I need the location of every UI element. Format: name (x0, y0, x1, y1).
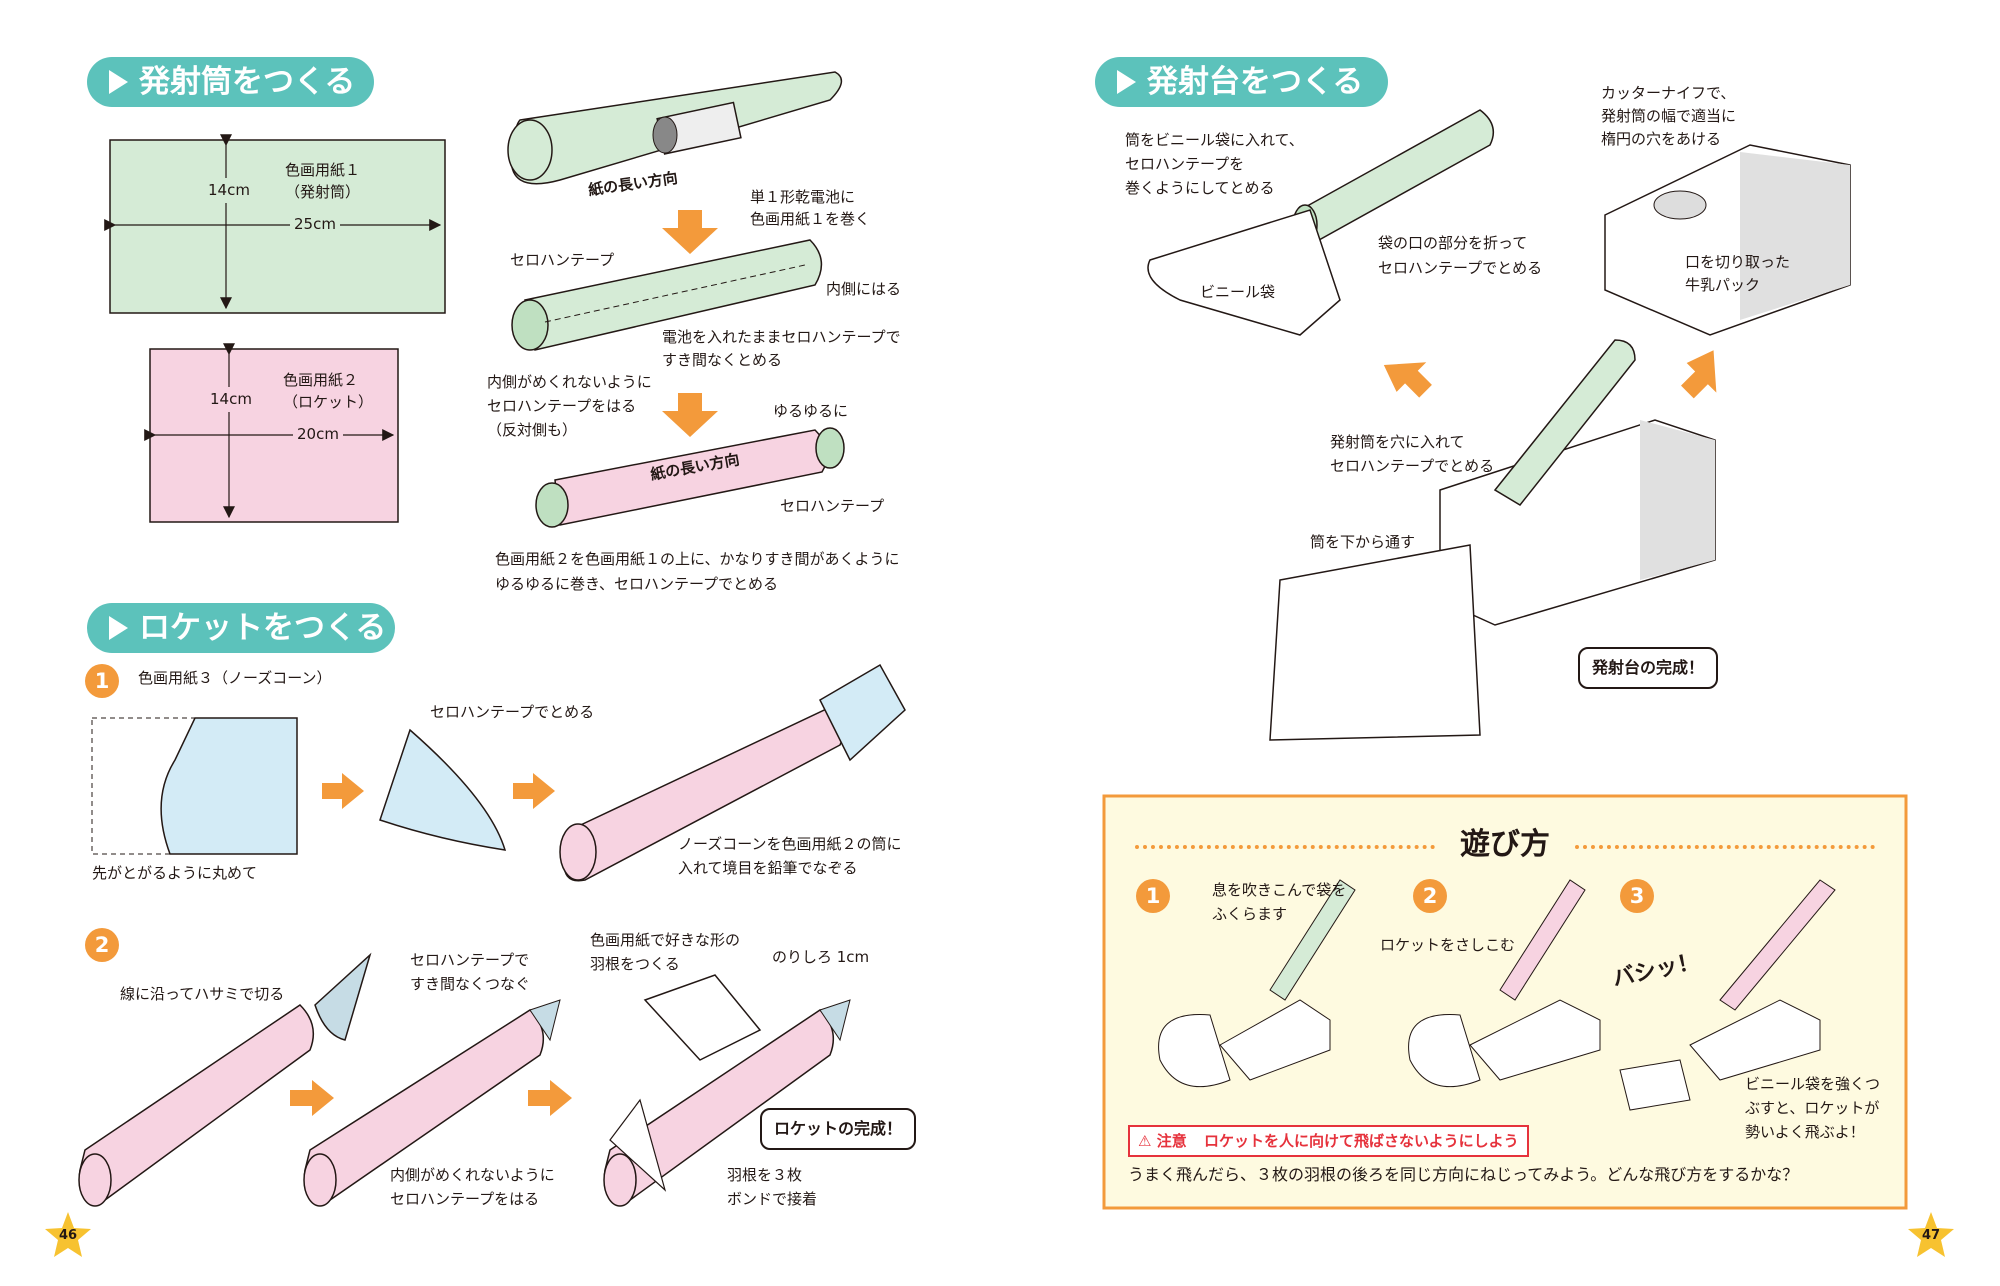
battery-note: 単１形乾電池に (750, 188, 856, 206)
step2-glue-margin: のりしろ 1cm (772, 948, 870, 966)
page-number-star-right: 47 (1906, 1210, 1956, 1260)
orange-down-arrows (662, 210, 718, 437)
tape-label: セロハンテープ (510, 251, 615, 269)
rocket-assembly-illustrations (78, 952, 851, 1207)
cutter-note-3: 楕円の穴をあける (1601, 130, 1722, 148)
step2-fins: 羽根を３枚 (727, 1166, 803, 1184)
section-tab-rocket: ロケットをつくる (87, 603, 395, 653)
inside-note-3: （反対側も） (487, 421, 578, 439)
insert-note-2: セロハンテープでとめる (1330, 457, 1495, 475)
step2-fin: 色画用紙で好きな形の (590, 931, 741, 949)
loose-label: ゆるゆるに (773, 402, 849, 420)
play-icon (109, 70, 128, 94)
step1-nose: ノーズコーンを色画用紙２の筒に (678, 835, 902, 853)
howto-step3-text-3: 勢いよく飛ぶよ！ (1745, 1123, 1865, 1141)
warning-icon: ⚠ (1138, 1132, 1152, 1150)
sheet2-width: 20cm (293, 422, 343, 447)
battery-tape-note: 電池を入れたままセロハンテープで (662, 328, 901, 346)
battery-tape-note-2: すき間なくとめる (662, 351, 783, 369)
nose-cone-illustrations (91, 663, 906, 882)
cutter-note-2: 発射筒の幅で適当に (1601, 107, 1737, 125)
carton-note: 口を切り取った (1685, 253, 1791, 271)
step1-label: 色画用紙３（ノーズコーン） (138, 669, 332, 687)
step2-inside-2: セロハンテープをはる (390, 1190, 540, 1208)
howto-step-2: 2 (1413, 879, 1447, 913)
cutter-note: カッターナイフで、 (1601, 84, 1736, 102)
section-title: 発射筒をつくる (139, 64, 356, 100)
howto-step3-text: ビニール袋を強くつ (1745, 1075, 1881, 1093)
page-number: 46 (58, 1228, 78, 1243)
inside-note: 内側がめくれないように (487, 373, 652, 391)
howto-tip: うまく飛んだら、３枚の羽根の後ろを同じ方向にねじってみよう。どんな飛び方をするか… (1128, 1165, 1799, 1184)
sheet1-height: 14cm (208, 178, 250, 203)
sheet2-height: 14cm (210, 387, 252, 412)
sheet2-sublabel: （ロケット） (283, 393, 374, 411)
howto-step-1: 1 (1136, 879, 1170, 913)
battery-note-2: 色画用紙１を巻く (750, 210, 871, 228)
pink-wrapped-tube (535, 427, 845, 528)
wrap-note-2: ゆるゆるに巻き、セロハンテープでとめる (495, 575, 779, 593)
sheet2-label: 色画用紙２ (283, 371, 359, 389)
step2-join: セロハンテープで (410, 951, 530, 969)
paper-sheet-1 (104, 134, 446, 314)
section-title: ロケットをつくる (139, 610, 387, 646)
bag-note-3: 巻くようにしてとめる (1125, 179, 1275, 197)
fold-note-2: セロハンテープでとめる (1378, 259, 1543, 277)
plastic-bag-label: ビニール袋 (1200, 283, 1276, 301)
howto-step2-text: ロケットをさしこむ (1380, 936, 1516, 954)
howto-header: 遊び方 (1135, 820, 1875, 870)
launcher-illustrations (1147, 109, 1851, 741)
launcher-complete-label: 発射台の完成！ (1578, 647, 1719, 689)
battery-roll-illustration (507, 71, 843, 185)
star-icon (1908, 1212, 1954, 1257)
step2-fin-2: 羽根をつくる (590, 955, 680, 973)
dotted-divider (1135, 845, 1435, 849)
howto-step-3: 3 (1620, 879, 1654, 913)
page-number-star-left: 46 (43, 1210, 93, 1260)
sheet1-label: 色画用紙１ (285, 161, 361, 179)
tape-label-2: セロハンテープ (780, 497, 885, 515)
star-icon (45, 1212, 91, 1257)
play-icon (109, 616, 128, 640)
section-title: 発射台をつくる (1147, 64, 1364, 100)
step2-cut: 線に沿ってハサミで切る (120, 985, 285, 1003)
step-number-2: 2 (85, 928, 119, 962)
carton-note-2: 牛乳パック (1685, 276, 1761, 294)
howto-title: 遊び方 (1460, 827, 1550, 862)
howto-illustrations (1158, 879, 1836, 1111)
step1-roll: 先がとがるように丸めて (92, 864, 258, 882)
step2-join-2: すき間なくつなぐ (410, 975, 531, 993)
dotted-divider (1575, 845, 1875, 849)
caution-head: 注意 (1156, 1132, 1187, 1150)
step-number-1: 1 (85, 664, 119, 698)
section-tab-launcher: 発射台をつくる (1095, 57, 1388, 107)
section-tab-launch-tube: 発射筒をつくる (87, 57, 374, 107)
howto-step1-text-2: ふくらます (1212, 905, 1288, 923)
step2-fins-2: ボンドで接着 (727, 1190, 818, 1208)
wrap-note: 色画用紙２を色画用紙１の上に、かなりすき間があくように (495, 550, 900, 568)
paper-sheet-2 (144, 343, 399, 523)
play-icon (1117, 70, 1136, 94)
inside-tape-label: 内側にはる (826, 280, 902, 298)
howto-step1-text: 息を吹きこんで袋を (1212, 881, 1347, 899)
inside-note-2: セロハンテープをはる (487, 397, 637, 415)
caution-box: ⚠ 注意 ロケットを人に向けて飛ばさないようにしよう (1128, 1125, 1529, 1157)
through-note: 筒を下から通す (1310, 533, 1416, 551)
step1-tape: セロハンテープでとめる (430, 703, 595, 721)
green-tube (511, 239, 823, 351)
caution-text: ロケットを人に向けて飛ばさないようにしよう (1203, 1132, 1519, 1150)
sheet1-sublabel: （発射筒） (285, 183, 361, 201)
step1-nose-2: 入れて境目を鉛筆でなぞる (678, 859, 858, 877)
insert-note: 発射筒を穴に入れて (1330, 433, 1465, 451)
rocket-complete-label: ロケットの完成！ (760, 1108, 917, 1150)
page-number: 47 (1921, 1228, 1941, 1243)
bag-note: 筒をビニール袋に入れて、 (1125, 131, 1304, 149)
bag-note-2: セロハンテープを (1125, 155, 1245, 173)
step2-inside: 内側がめくれないように (390, 1166, 555, 1184)
sheet1-width: 25cm (290, 212, 340, 237)
howto-step3-text-2: ぶすと、ロケットが (1745, 1099, 1880, 1117)
fold-note: 袋の口の部分を折って (1378, 234, 1528, 252)
